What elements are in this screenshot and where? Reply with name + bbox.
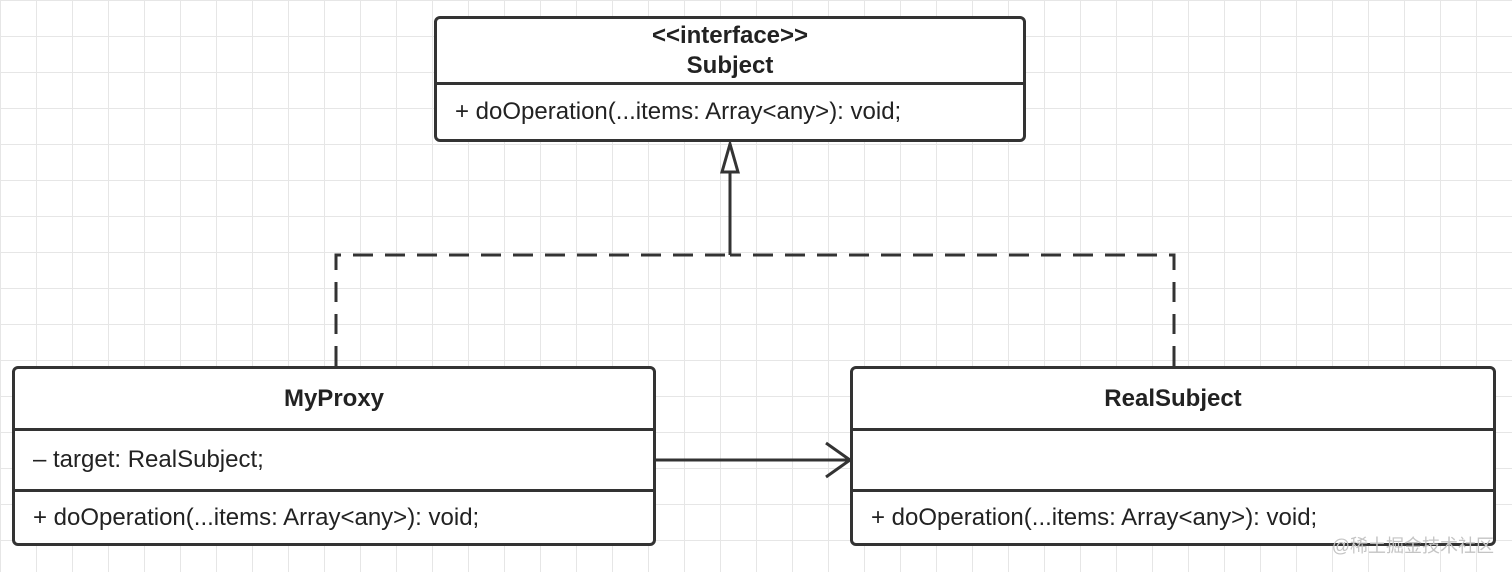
subject-stereotype: <<interface>>	[651, 21, 809, 49]
realization-line-myproxy	[334, 253, 730, 366]
subject-operations: + doOperation(...items: Array<any>): voi…	[437, 85, 1023, 139]
realsubject-attributes	[853, 431, 1493, 489]
realsubject-operations: + doOperation(...items: Array<any>): voi…	[853, 489, 1493, 543]
realsubject-class-header: RealSubject	[853, 369, 1493, 431]
myproxy-attributes: – target: RealSubject;	[15, 431, 653, 489]
myproxy-operations: + doOperation(...items: Array<any>): voi…	[15, 489, 653, 543]
myproxy-operation: + doOperation(...items: Array<any>): voi…	[33, 503, 480, 531]
myproxy-class-name: MyProxy	[283, 384, 385, 412]
subject-class-box[interactable]: <<interface>> Subject + doOperation(...i…	[434, 16, 1026, 142]
subject-operation: + doOperation(...items: Array<any>): voi…	[455, 98, 902, 125]
realsubject-class-box[interactable]: RealSubject + doOperation(...items: Arra…	[850, 366, 1496, 546]
myproxy-class-box[interactable]: MyProxy – target: RealSubject; + doOpera…	[12, 366, 656, 546]
subject-class-name: Subject	[686, 51, 774, 79]
realization-arrowhead	[720, 138, 740, 174]
realsubject-class-name: RealSubject	[1104, 384, 1242, 412]
watermark-text: @稀土掘金技术社区	[1331, 536, 1494, 556]
subject-class-header: <<interface>> Subject	[437, 19, 1023, 85]
myproxy-attribute: – target: RealSubject;	[33, 446, 264, 473]
realization-line-realsubject	[730, 253, 1176, 366]
myproxy-class-header: MyProxy	[15, 369, 653, 431]
realsubject-operation: + doOperation(...items: Array<any>): voi…	[871, 503, 1318, 531]
